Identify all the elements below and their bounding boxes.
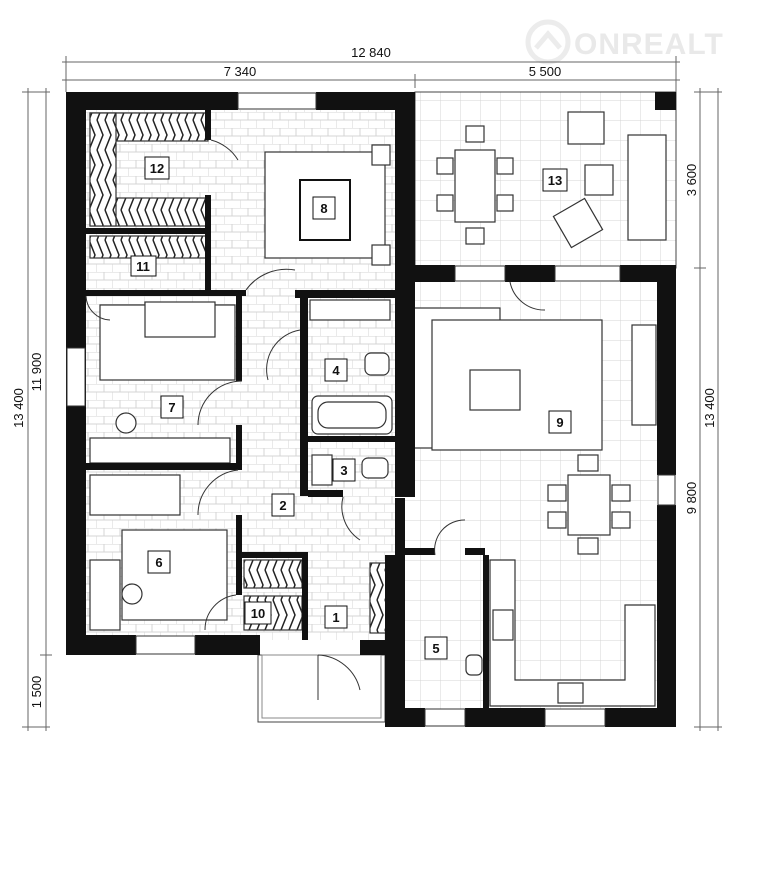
watermark-logo: ONREALT [525, 19, 724, 65]
dimension-lines [22, 56, 722, 731]
room-9: 9 [548, 410, 572, 434]
svg-text:9: 9 [556, 415, 563, 430]
svg-text:11: 11 [136, 259, 150, 274]
room-5: 5 [424, 636, 448, 660]
furniture [89, 111, 667, 707]
chairs [547, 454, 631, 555]
dim-right-total: 13 400 [702, 388, 717, 428]
chair [115, 412, 137, 434]
armchair [567, 111, 605, 145]
svg-text:6: 6 [155, 555, 162, 570]
coffee-table [584, 164, 614, 196]
porch [257, 654, 386, 723]
watermark-text: ONREALT [574, 28, 724, 61]
svg-text:1: 1 [332, 610, 339, 625]
svg-text:13: 13 [548, 173, 562, 188]
room-2: 2 [271, 493, 295, 517]
room-13: 13 [542, 168, 568, 192]
wardrobe [243, 559, 303, 589]
svg-text:2: 2 [279, 498, 286, 513]
svg-text:7: 7 [168, 400, 175, 415]
svg-text:10: 10 [251, 606, 265, 621]
svg-text:8: 8 [320, 201, 327, 216]
bed [89, 474, 181, 516]
dim-right-main: 9 800 [684, 482, 699, 515]
toilet [465, 654, 483, 676]
dim-top-left: 7 340 [224, 64, 257, 79]
room-6: 6 [147, 550, 171, 574]
coffee-table [469, 369, 521, 411]
dining-table [454, 149, 496, 223]
svg-text:5: 5 [432, 641, 439, 656]
room-3: 3 [332, 458, 356, 482]
armchair [552, 197, 604, 249]
dim-left-main: 11 900 [29, 353, 44, 392]
sink [311, 454, 333, 486]
dim-top-right: 5 500 [529, 64, 562, 79]
svg-text:4: 4 [332, 363, 340, 378]
doors [85, 139, 546, 700]
windows [66, 92, 676, 727]
dining-table [567, 474, 611, 536]
sink-counter [309, 299, 391, 321]
kitchen-counter [489, 559, 656, 707]
dim-top-total: 12 840 [351, 45, 391, 60]
wardrobe [89, 235, 207, 259]
svg-text:12: 12 [150, 161, 164, 176]
toilet [364, 352, 390, 376]
wardrobe [89, 112, 117, 227]
dim-right-terrace: 3 600 [684, 164, 699, 197]
room-1: 1 [324, 605, 348, 629]
desk [89, 437, 231, 464]
room-4: 4 [324, 358, 348, 382]
dim-left-total: 13 400 [11, 388, 26, 428]
room-8: 8 [312, 196, 336, 220]
sofa [627, 134, 667, 241]
walls [66, 92, 676, 727]
bed [121, 529, 228, 621]
room-7: 7 [160, 395, 184, 419]
toilet [361, 457, 389, 479]
room-12: 12 [144, 156, 170, 180]
dim-left-porch: 1 500 [29, 676, 44, 709]
svg-text:3: 3 [340, 463, 347, 478]
room-11: 11 [130, 255, 157, 277]
stove [492, 609, 514, 641]
room-10: 10 [244, 601, 272, 625]
room-labels: 12 8 11 13 4 7 9 3 2 6 10 1 5 [130, 156, 572, 660]
tv-unit [631, 324, 657, 426]
kitchen-sink [557, 682, 584, 704]
chair [121, 583, 143, 605]
chairs [436, 125, 514, 245]
